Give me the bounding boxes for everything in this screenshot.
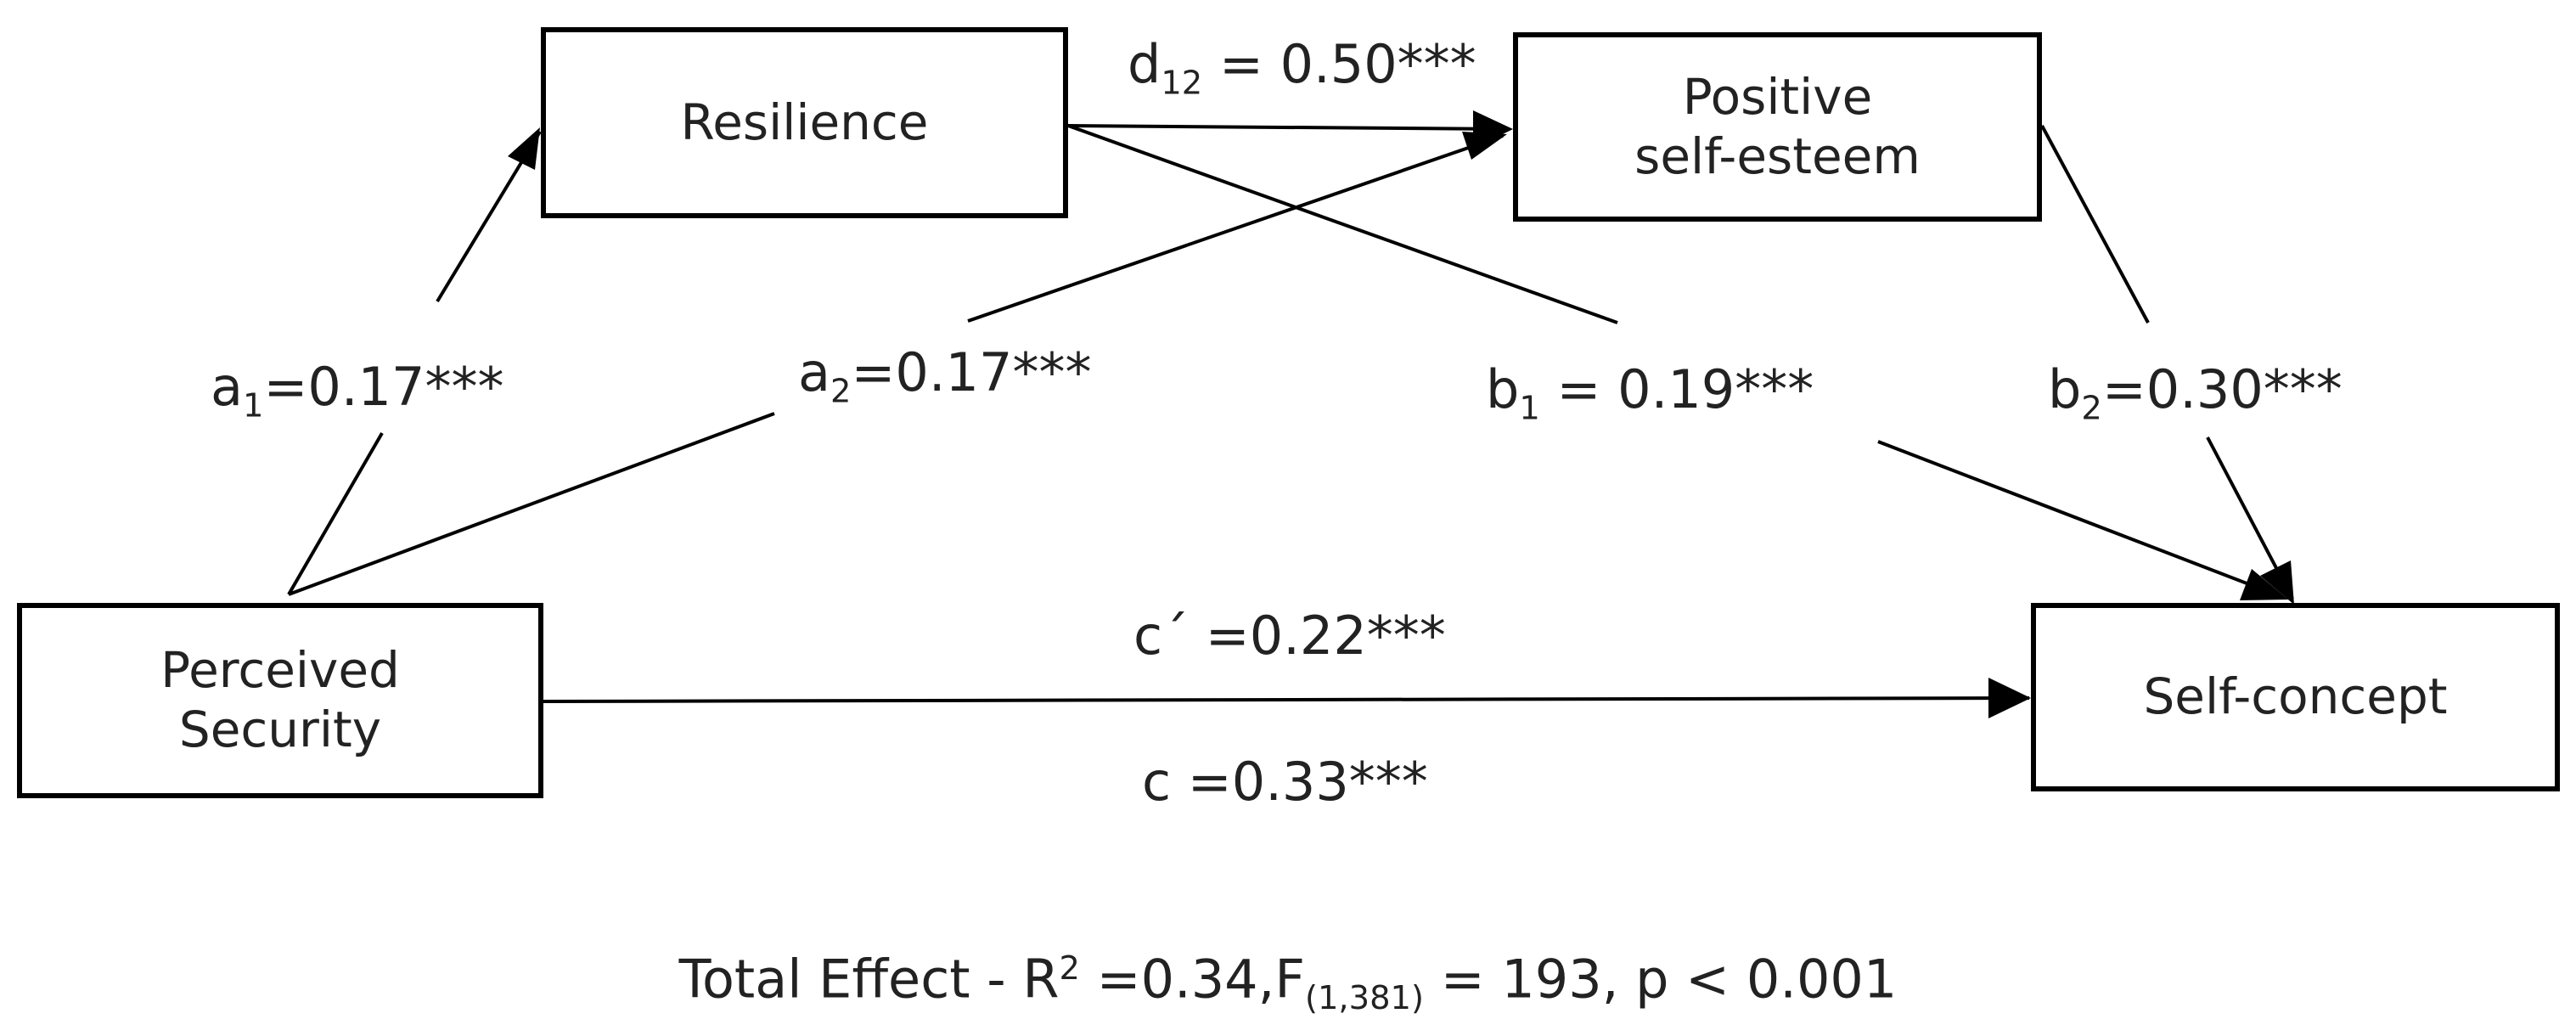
path-label-c-prime: c´ =0.22***: [1133, 605, 1446, 667]
total-effect-caption: Total Effect - R2 =0.34,F(1,381) = 193, …: [0, 952, 2576, 1018]
path-b1-arrow: [1877, 440, 2276, 596]
path-label-b1-subscript: 1: [1519, 389, 1540, 428]
path-a1-line-lower: [287, 431, 384, 596]
node-positive-self-esteem-line2: self-esteem: [1634, 127, 1921, 185]
path-label-b1: b1 = 0.19***: [1486, 363, 1814, 425]
path-b1-line-upper: [1067, 124, 1618, 324]
path-c-arrow: [543, 696, 2030, 703]
total-effect-f-subscript: (1,381): [1305, 979, 1424, 1018]
node-perceived-security-line1: Perceived: [160, 641, 400, 700]
total-effect-r-superscript: 2: [1059, 949, 1080, 988]
path-label-a2-subscript: 2: [830, 372, 852, 411]
path-label-a1-value: =0.17***: [263, 356, 504, 418]
path-label-b2-value: =0.30***: [2101, 358, 2343, 420]
node-resilience-label: Resilience: [680, 93, 929, 151]
arrowhead-b1: [2240, 569, 2288, 600]
node-self-concept-label: Self-concept: [2143, 667, 2448, 726]
path-label-a1: a1=0.17***: [211, 361, 503, 423]
path-label-a2-value: =0.17***: [851, 341, 1092, 403]
path-label-b2: b2=0.30***: [2048, 363, 2343, 425]
total-effect-prefix: Total Effect - R: [678, 948, 1060, 1011]
path-label-d12-subscript: 12: [1161, 64, 1203, 103]
path-label-d12-symbol: d: [1128, 33, 1161, 95]
arrowhead-d12: [1473, 110, 1513, 149]
path-label-a2-symbol: a: [798, 341, 830, 403]
path-a2-arrow: [967, 134, 1504, 323]
path-label-a2: a2=0.17***: [798, 346, 1091, 408]
path-label-b2-symbol: b: [2048, 358, 2082, 420]
total-effect-r-value: =0.34,F: [1079, 948, 1305, 1011]
path-label-b2-subscript: 2: [2081, 389, 2102, 428]
node-resilience: Resilience: [541, 27, 1068, 218]
path-a2-line-lower: [288, 412, 775, 596]
path-label-d12: d12 = 0.50***: [1128, 38, 1476, 100]
path-label-d12-value: = 0.50***: [1202, 33, 1476, 95]
path-b2-line-upper: [2040, 125, 2150, 324]
arrowhead-a1: [508, 127, 540, 170]
path-label-a1-symbol: a: [211, 356, 243, 418]
path-label-a1-subscript: 1: [243, 386, 264, 425]
node-self-concept: Self-concept: [2031, 603, 2560, 791]
arrowhead-b2: [2260, 560, 2294, 605]
path-label-c: c =0.33***: [1142, 751, 1428, 813]
total-effect-rest: = 193, p < 0.001: [1423, 948, 1898, 1011]
path-label-b1-symbol: b: [1486, 358, 1520, 420]
path-label-b1-value: = 0.19***: [1539, 358, 1814, 420]
arrowhead-c: [1988, 678, 2031, 718]
node-positive-self-esteem-line1: Positive: [1682, 67, 1873, 126]
node-perceived-security: Perceived Security: [17, 603, 543, 798]
path-d12-arrow: [1067, 124, 1508, 131]
node-perceived-security-line2: Security: [178, 701, 382, 758]
node-positive-self-esteem: Positive self-esteem: [1513, 32, 2042, 222]
